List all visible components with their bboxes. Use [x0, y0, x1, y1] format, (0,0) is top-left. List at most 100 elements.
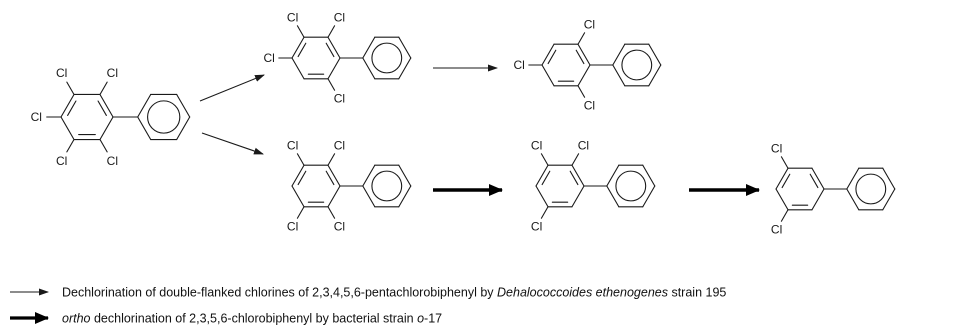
bond: [296, 206, 305, 219]
bond: [327, 78, 336, 91]
chlorine-label-2: Cl: [584, 17, 595, 31]
bond: [398, 36, 412, 59]
bond: [362, 36, 376, 59]
bond: [571, 185, 585, 208]
chlorine-label-4: Cl: [31, 110, 42, 124]
bond: [60, 93, 75, 118]
bond: [362, 164, 376, 187]
bond: [398, 185, 412, 208]
bond: [781, 173, 791, 189]
chlorine-label-5: Cl: [287, 220, 298, 234]
chlorine-label-2: Cl: [578, 138, 589, 152]
bond: [811, 188, 825, 211]
bond: [327, 164, 341, 187]
aromatic-circle: [147, 100, 181, 134]
bond: [327, 25, 336, 38]
bond: [137, 93, 152, 118]
aromatic-circle: [855, 173, 887, 205]
chlorine-label-2: Cl: [107, 66, 118, 80]
bond: [99, 116, 114, 141]
bond: [541, 64, 555, 87]
bond: [780, 209, 789, 222]
bond: [775, 188, 789, 211]
legend-item-thin-arrow: Dechlorination of double-flanked chlorin…: [10, 286, 726, 300]
chlorine-label-5: Cl: [771, 223, 782, 237]
aromatic-circle: [371, 170, 403, 202]
arrow-penta-to-tetra-234-6: [199, 74, 265, 102]
legend: Dechlorination of double-flanked chlorin…: [10, 286, 726, 326]
bond: [846, 167, 860, 190]
bond: [571, 164, 585, 187]
bond: [577, 32, 586, 45]
bond: [648, 64, 662, 87]
bond: [612, 43, 626, 66]
bond: [540, 153, 549, 166]
bond: [291, 36, 305, 59]
chlorine-label-3: Cl: [56, 66, 67, 80]
legend-text-thick: ortho dechlorination of 2,3,5,6-chlorobi…: [62, 312, 442, 326]
aromatic-circle: [615, 170, 647, 202]
bond: [66, 81, 75, 96]
bond: [137, 116, 152, 141]
chlorine-label-3: Cl: [531, 138, 542, 152]
chlorine-label-6: Cl: [334, 92, 345, 106]
bond: [547, 49, 557, 65]
bond: [297, 42, 307, 58]
chlorine-label-6: Cl: [584, 99, 595, 113]
chlorine-label-4: Cl: [264, 51, 275, 65]
bond: [541, 43, 555, 66]
bond: [577, 64, 591, 87]
bond: [325, 42, 335, 58]
chlorine-label-3: Cl: [771, 141, 782, 155]
bond: [775, 167, 789, 190]
bond: [66, 138, 75, 153]
bond: [811, 167, 825, 190]
chlorine-label-2: Cl: [334, 10, 345, 24]
chlorine-label-2: Cl: [334, 138, 345, 152]
bond: [612, 64, 626, 87]
bond: [327, 36, 341, 59]
bond: [606, 185, 620, 208]
bond: [297, 170, 307, 186]
bond: [540, 206, 549, 219]
bond: [67, 100, 77, 116]
chlorine-label-3: Cl: [287, 138, 298, 152]
bond: [60, 116, 75, 141]
bond: [296, 153, 305, 166]
chlorine-label-6: Cl: [107, 154, 118, 168]
bond: [176, 93, 191, 118]
chlorine-label-3: Cl: [287, 10, 298, 24]
bond: [541, 170, 551, 186]
bond: [327, 153, 336, 166]
bond: [648, 43, 662, 66]
bond: [296, 25, 305, 38]
bond: [327, 185, 341, 208]
bond: [809, 173, 819, 189]
arrow-penta-to-tetra-2356: [201, 132, 264, 155]
bond: [569, 170, 579, 186]
aromatic-circle: [621, 49, 653, 81]
legend-text-thin: Dechlorination of double-flanked chlorin…: [62, 286, 726, 300]
bond: [327, 57, 341, 80]
bond: [780, 156, 789, 169]
aromatic-circle: [371, 42, 403, 74]
bond: [606, 164, 620, 187]
bond: [882, 167, 896, 190]
legend-item-thick-arrow: ortho dechlorination of 2,3,5,6-chlorobi…: [10, 312, 442, 326]
bond: [291, 185, 305, 208]
chlorine-label-6: Cl: [334, 220, 345, 234]
bond: [882, 188, 896, 211]
bond: [99, 81, 108, 96]
bond: [577, 85, 586, 98]
bond: [642, 185, 656, 208]
bond: [176, 116, 191, 141]
bond: [99, 93, 114, 118]
chlorine-label-4: Cl: [514, 58, 525, 72]
